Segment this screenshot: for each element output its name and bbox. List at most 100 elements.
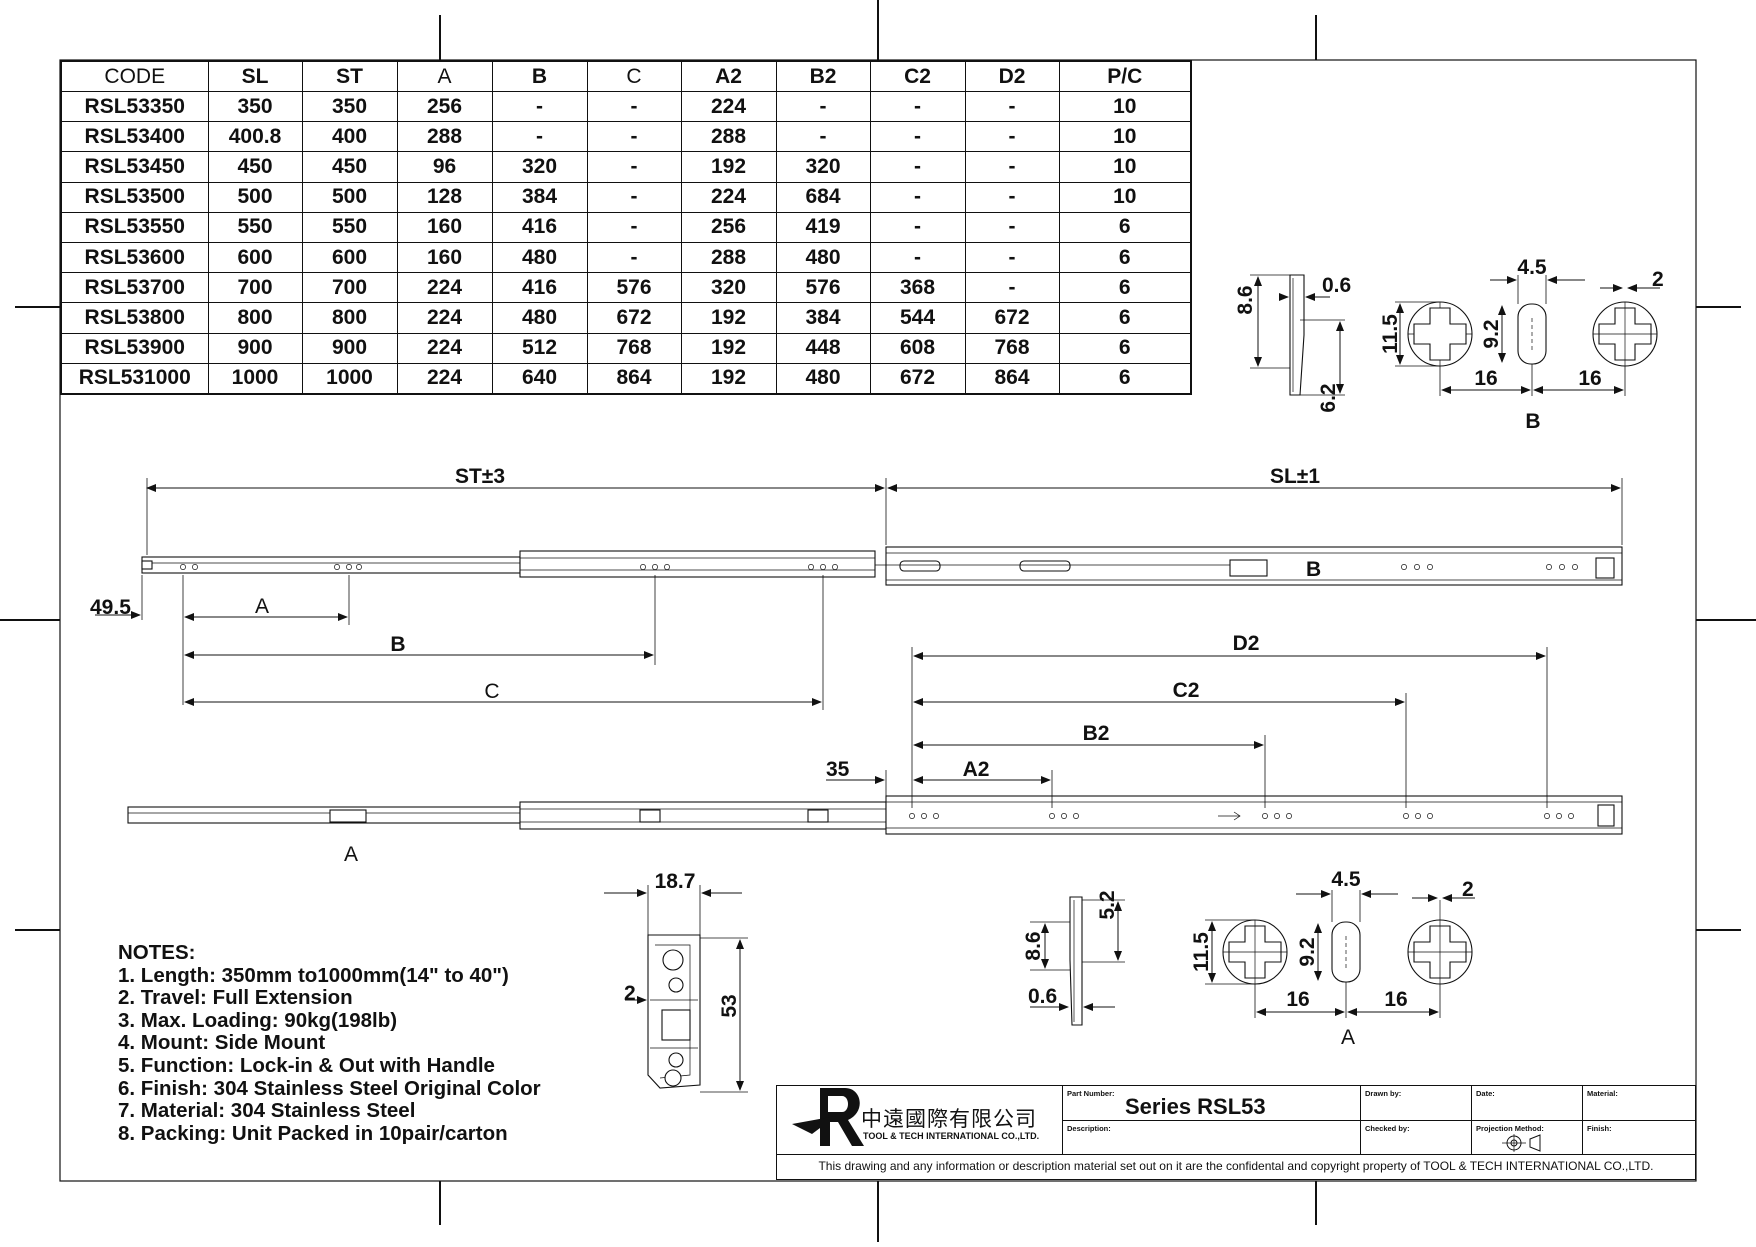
table-cell: 500: [207, 181, 303, 213]
detail-b-slot-width: 4.5: [1517, 256, 1547, 279]
note-line: 5. Function: Lock-in & Out with Handle: [118, 1053, 495, 1077]
dim-label-rear-offset: 35: [826, 758, 850, 781]
slide-top-view: [141, 546, 1623, 586]
table-cell: 448: [775, 332, 871, 364]
table-cell: -: [869, 121, 966, 153]
table-cell: -: [869, 241, 966, 274]
cross-section-gap: 2: [624, 982, 636, 1005]
table-cell: 480: [491, 302, 588, 334]
table-cell: 416: [491, 272, 588, 304]
table-cell: 368: [869, 272, 966, 304]
table-cell: 684: [775, 181, 871, 213]
note-line: 4. Mount: Side Mount: [118, 1031, 326, 1055]
table-cell: 224: [396, 362, 493, 395]
detail-a-slot-width: 4.5: [1331, 868, 1361, 891]
table-cell: 288: [396, 121, 493, 153]
projection-label: Projection Method:: [1476, 1124, 1544, 1133]
table-cell: 400.8: [207, 121, 303, 153]
table-cell: 600: [301, 241, 398, 274]
note-line: 6. Finish: 304 Stainless Steel Original …: [118, 1076, 541, 1100]
table-cell: 1000: [301, 362, 398, 395]
col-header-b2: B2: [775, 60, 871, 92]
dimension-st: ST±3: [146, 465, 1623, 555]
col-header-st: ST: [301, 60, 398, 92]
table-cell: 160: [396, 211, 493, 243]
table-cell: 768: [586, 332, 682, 364]
table-cell-code: RSL53550: [60, 211, 209, 243]
col-header-code: CODE: [60, 60, 209, 92]
table-cell: 320: [680, 272, 777, 304]
table-cell: 864: [964, 362, 1060, 395]
table-cell: -: [964, 241, 1060, 274]
col-header-d2: D2: [964, 60, 1060, 92]
table-cell: 800: [207, 302, 303, 334]
table-cell: 6: [1058, 362, 1192, 395]
dim-label-st: ST±3: [455, 465, 505, 488]
drawn-by-cell: Drawn by:: [1360, 1085, 1472, 1121]
table-cell: -: [964, 151, 1060, 183]
company-name-en: TOOL & TECH INTERNATIONAL CO.,LTD.: [863, 1131, 1040, 1141]
table-cell: 416: [491, 211, 588, 243]
table-cell: 10: [1058, 90, 1192, 123]
cross-section: 18.7 53 2: [604, 870, 748, 1093]
table-cell: -: [775, 90, 871, 123]
table-cell: 128: [396, 181, 493, 213]
note-line: 1. Length: 350mm to1000mm(14" to 40"): [118, 963, 509, 987]
detail-a-height: 8.6: [1022, 931, 1045, 960]
table-cell: 672: [586, 302, 682, 334]
table-cell: 544: [869, 302, 966, 334]
copyright-cell: [776, 1154, 1696, 1180]
table-cell: 192: [680, 151, 777, 183]
table-cell: -: [964, 90, 1060, 123]
note-line: 2. Travel: Full Extension: [118, 986, 353, 1010]
detail-a-depth: 5.2: [1096, 890, 1119, 919]
table-cell: 672: [869, 362, 966, 395]
dim-label-a: A: [255, 595, 269, 618]
dimension-b: B: [184, 575, 656, 665]
table-cell: 450: [301, 151, 398, 183]
table-cell: 550: [301, 211, 398, 243]
table-cell-code: RSL531000: [60, 362, 209, 395]
material-cell: Material:: [1582, 1085, 1696, 1121]
dim-label-c2: C2: [1173, 679, 1200, 702]
table-cell: 224: [396, 302, 493, 334]
note-line: 7. Material: 304 Stainless Steel: [118, 1099, 416, 1123]
table-cell-code: RSL53600: [60, 241, 209, 274]
table-cell: 480: [491, 241, 588, 274]
table-cell: 672: [964, 302, 1060, 334]
table-cell: -: [964, 121, 1060, 153]
dimension-rear-offset: 35: [826, 758, 887, 796]
table-cell: 6: [1058, 211, 1192, 243]
table-cell: 480: [775, 241, 871, 274]
table-cell-code: RSL53900: [60, 332, 209, 364]
table-cell: -: [586, 90, 682, 123]
table-cell: 700: [301, 272, 398, 304]
table-cell: 600: [207, 241, 303, 274]
dimension-c2: C2: [913, 679, 1407, 808]
table-cell: 576: [775, 272, 871, 304]
dimension-b2: B2: [913, 722, 1266, 808]
checked-by-cell: Checked by:: [1360, 1120, 1472, 1155]
dimension-a2: A2: [913, 758, 1053, 808]
drawn-by-label: Drawn by:: [1365, 1089, 1402, 1098]
table-cell: 350: [301, 90, 398, 123]
finish-cell: Finish:: [1582, 1120, 1696, 1155]
detail-b-gap: 2: [1652, 268, 1664, 291]
checked-by-label: Checked by:: [1365, 1124, 1410, 1133]
table-cell: 6: [1058, 302, 1192, 334]
col-header-c2: C2: [869, 60, 966, 92]
table-cell: 224: [396, 332, 493, 364]
detail-b-depth: 6.2: [1317, 383, 1340, 412]
table-cell: 768: [964, 332, 1060, 364]
detail-b-label: B: [1525, 410, 1540, 433]
table-cell: 96: [396, 151, 493, 183]
table-cell: 192: [680, 362, 777, 395]
dim-label-b: B: [390, 633, 405, 656]
cross-section-height: 53: [718, 994, 741, 1017]
